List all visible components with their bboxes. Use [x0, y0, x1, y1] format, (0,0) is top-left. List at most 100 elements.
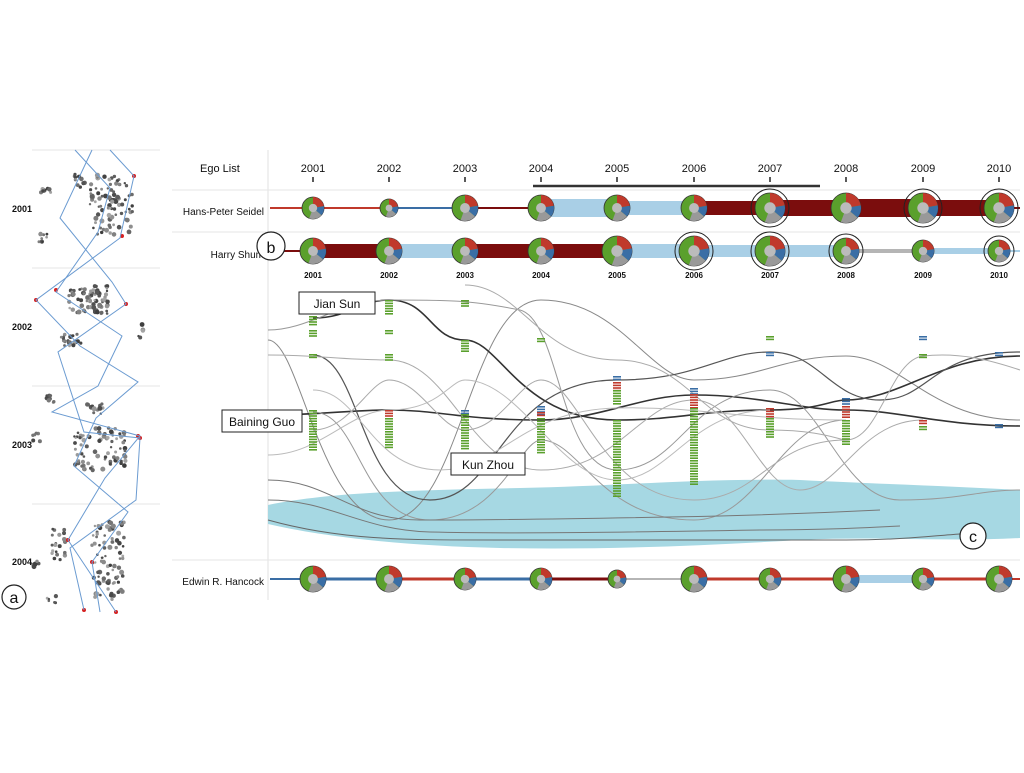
- collaboration-pie-node[interactable]: [983, 235, 1015, 267]
- collaboration-pie-node[interactable]: [680, 194, 708, 222]
- panel-a-point: [82, 455, 86, 458]
- collaboration-pie-node[interactable]: [911, 239, 935, 263]
- collaboration-pie-node[interactable]: [603, 194, 631, 222]
- year-collaborator-tick: [842, 403, 850, 405]
- collaboration-pie-node[interactable]: [911, 567, 935, 591]
- year-collaborator-tick: [385, 446, 393, 449]
- panel-a-point: [68, 340, 71, 344]
- collaboration-pie-node[interactable]: [375, 237, 403, 265]
- pie-node-outer-ring: [674, 231, 714, 271]
- collaboration-pie-node[interactable]: [375, 565, 403, 593]
- year-collaborator-tick: [385, 302, 393, 305]
- year-column-header[interactable]: 2008: [834, 163, 858, 175]
- year-collaborator-tick: [919, 420, 927, 422]
- panel-a-point: [111, 232, 117, 237]
- year-collaborator-tick: [613, 392, 621, 395]
- year-column-header[interactable]: 2007: [758, 163, 782, 175]
- panel-a-point: [58, 558, 62, 562]
- year-collaborator-tick: [613, 469, 621, 471]
- year-column-header[interactable]: 2010: [987, 163, 1011, 175]
- year-column-header[interactable]: 2006: [682, 163, 706, 175]
- year-collaborator-tick: [690, 415, 698, 418]
- harry-shum-year-label: 2004: [532, 271, 550, 280]
- panel-a-point: [91, 288, 96, 292]
- collaboration-pie-node[interactable]: [451, 237, 479, 265]
- panel-a-point: [105, 299, 110, 304]
- year-collaborator-tick: [842, 425, 850, 427]
- panel-a-point: [50, 533, 54, 537]
- collaboration-pie-node[interactable]: [674, 231, 714, 271]
- ego-name-harry-shum[interactable]: Harry Shum: [211, 250, 264, 261]
- collaboration-pie-node[interactable]: [453, 567, 477, 591]
- collaboration-pie-node[interactable]: [529, 567, 553, 591]
- year-column-header[interactable]: 2009: [911, 163, 935, 175]
- year-column-header[interactable]: 2001: [301, 163, 325, 175]
- ego-name-hans-peter-seidel[interactable]: Hans-Peter Seidel: [183, 207, 264, 218]
- collaboration-pie-node[interactable]: [750, 188, 790, 228]
- panel-a-point: [92, 541, 97, 546]
- year-collaborator-tick: [613, 466, 621, 469]
- collaboration-pie-node[interactable]: [985, 565, 1013, 593]
- year-column-header[interactable]: 2002: [377, 163, 401, 175]
- collaboration-pie-node[interactable]: [607, 569, 627, 589]
- timeline-hans-peter-seidel: [270, 188, 1020, 228]
- year-collaborator-tick: [690, 410, 698, 413]
- collaboration-pie-node[interactable]: [527, 194, 555, 222]
- year-collaborator-tick: [385, 300, 393, 302]
- year-collaborator-tick: [309, 318, 317, 321]
- year-collaborator-tick: [537, 431, 545, 433]
- panel-a-trajectory-line: [57, 149, 141, 611]
- collaboration-flow-line: [312, 351, 1021, 501]
- panel-a-point: [121, 554, 125, 558]
- year-collaborator-tick: [995, 352, 1003, 354]
- panel-a-point: [88, 203, 92, 206]
- year-collaborator-tick: [766, 433, 774, 436]
- panel-a-point: [89, 182, 94, 187]
- year-column-header[interactable]: 2005: [605, 163, 629, 175]
- year-column-header[interactable]: 2004: [529, 163, 553, 175]
- panel-a-point: [121, 440, 126, 445]
- panel-a-point: [115, 539, 119, 543]
- collaboration-pie-node[interactable]: [527, 237, 555, 265]
- pie-center: [460, 574, 470, 584]
- collaboration-pie-node[interactable]: [758, 567, 782, 591]
- collaboration-pie-node[interactable]: [379, 198, 399, 218]
- panel-a-point: [75, 183, 80, 188]
- panel-a-point: [98, 543, 101, 547]
- panel-a-point: [116, 224, 122, 230]
- year-collaborator-tick: [690, 399, 698, 401]
- pie-node-outer-ring: [750, 188, 790, 228]
- year-collaborator-tick: [537, 414, 545, 417]
- panel-a-point: [106, 579, 110, 583]
- harry-shum-year-label: 2009: [914, 271, 932, 280]
- year-collaborator-tick: [385, 428, 393, 430]
- year-collaborator-tick: [461, 412, 469, 415]
- collaboration-pie-node[interactable]: [830, 192, 862, 224]
- year-collaborator-tick: [690, 390, 698, 393]
- year-collaborator-tick: [385, 307, 393, 310]
- year-collaborator-tick: [461, 340, 469, 342]
- panel-a-point: [73, 441, 77, 445]
- year-column-header[interactable]: 2003: [453, 163, 477, 175]
- collaboration-pie-node[interactable]: [750, 231, 790, 271]
- year-collaborator-tick: [309, 436, 317, 438]
- ego-name-edwin-r-hancock[interactable]: Edwin R. Hancock: [182, 577, 265, 588]
- jian-sun-label-box: [298, 291, 376, 315]
- collaboration-pie-node[interactable]: [601, 235, 633, 267]
- collaboration-pie-node[interactable]: [680, 565, 708, 593]
- collaboration-pie-node[interactable]: [832, 565, 860, 593]
- panel-a-point: [73, 175, 78, 179]
- collaboration-pie-node[interactable]: [301, 196, 325, 220]
- kun-zhou-label: Kun Zhou: [462, 458, 514, 472]
- collaboration-pie-node[interactable]: [451, 194, 479, 222]
- collaboration-pie-node[interactable]: [299, 237, 327, 265]
- collaboration-pie-node[interactable]: [299, 565, 327, 593]
- panel-a-point: [37, 240, 41, 244]
- panel-a-point: [95, 532, 99, 536]
- collaboration-pie-node[interactable]: [903, 188, 943, 228]
- collaboration-pie-node[interactable]: [979, 188, 1019, 228]
- year-collaborator-tick: [995, 424, 1003, 426]
- harry-shum-year-label: 2002: [380, 271, 398, 280]
- collaboration-pie-node[interactable]: [828, 233, 864, 269]
- collaboration-flow-line: [312, 379, 847, 501]
